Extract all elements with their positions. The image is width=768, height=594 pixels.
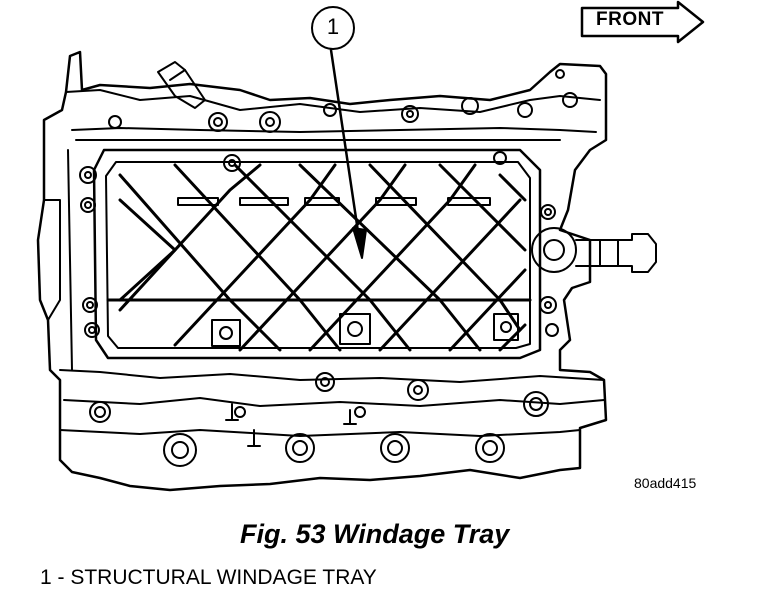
upper-rail — [66, 90, 600, 112]
legend-item: 1 - STRUCTURAL WINDAGE TRAY — [40, 566, 377, 589]
engine-block-outline — [38, 52, 606, 490]
figure-caption: Fig. 53 Windage Tray — [240, 519, 510, 549]
windage-tray-outline[interactable] — [94, 150, 540, 358]
sensor-stub — [158, 62, 205, 108]
callout-leader-line — [331, 50, 360, 245]
front-arrow-icon — [582, 2, 703, 42]
tray-lattice — [108, 165, 530, 350]
figure-reference-code: 80add415 — [634, 475, 697, 491]
pump-boss — [532, 228, 576, 272]
crankshaft-snout — [576, 234, 656, 272]
callout-circle — [312, 7, 354, 49]
callout-number: 1 — [326, 14, 340, 39]
lower-rail — [60, 370, 604, 382]
front-direction-label: FRONT — [596, 9, 664, 30]
callout-arrowhead — [353, 228, 366, 258]
